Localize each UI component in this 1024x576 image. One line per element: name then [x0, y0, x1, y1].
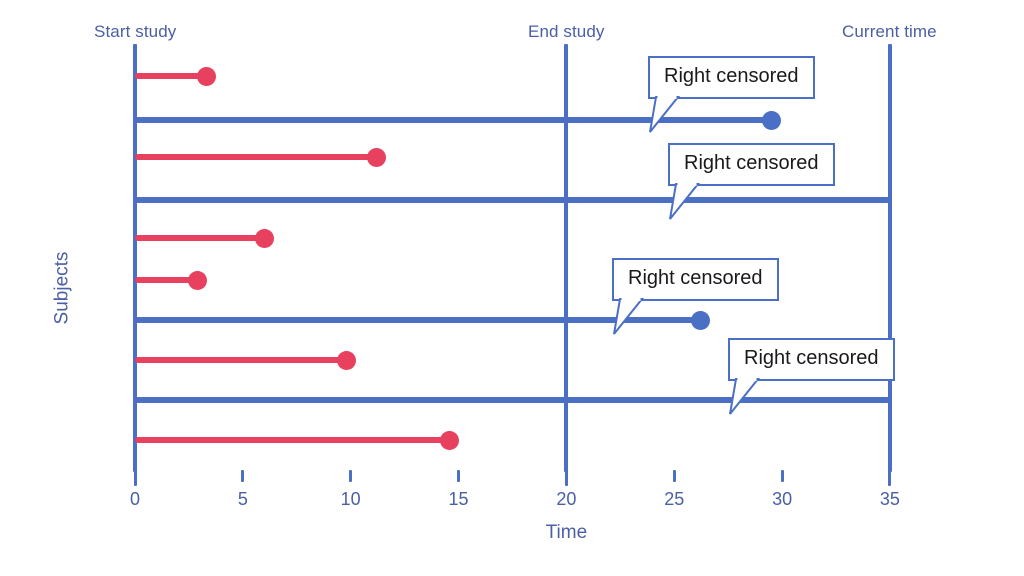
subject-endpoint-6	[188, 270, 208, 290]
subject-endpoint-7	[690, 310, 710, 330]
subject-line-9	[135, 397, 890, 403]
x-tick-20	[564, 464, 568, 486]
subject-endpoint-5	[254, 228, 274, 248]
x-tick-label-35: 35	[879, 489, 900, 509]
subject-line-8	[135, 357, 347, 363]
x-tick-label-15: 15	[448, 489, 469, 509]
callout-text: Right censored	[612, 258, 779, 301]
callout-tail	[613, 297, 645, 335]
callout-tail	[649, 95, 681, 133]
x-tick-30	[780, 470, 784, 482]
reference-line-start-study	[133, 44, 137, 472]
x-tick-label-30: 30	[772, 489, 793, 509]
callout-tail	[729, 377, 761, 415]
subject-line-3	[135, 154, 377, 160]
reference-line-end-study	[564, 44, 569, 472]
x-tick-label-25: 25	[664, 489, 685, 509]
reference-label-end-study: End study	[528, 22, 605, 41]
x-tick-label-5: 5	[237, 489, 248, 509]
x-axis-title: Time	[545, 522, 588, 543]
x-tick-25	[672, 470, 676, 482]
subject-line-1	[135, 73, 207, 79]
callout-tail	[669, 182, 701, 220]
x-tick-15	[457, 470, 461, 482]
x-tick-0	[133, 464, 137, 486]
subject-endpoint-1	[196, 66, 216, 86]
subject-line-2	[135, 117, 772, 123]
subject-line-4	[135, 197, 890, 203]
subject-endpoint-10	[440, 430, 460, 450]
reference-label-start-study: Start study	[94, 22, 177, 41]
subject-line-7	[135, 317, 701, 323]
reference-label-current-time: Current time	[842, 22, 937, 41]
subject-endpoint-3	[367, 147, 387, 167]
subject-line-5	[135, 235, 265, 241]
callout-text: Right censored	[668, 143, 835, 186]
y-axis-title: Subjects	[51, 251, 73, 325]
subject-line-6	[135, 277, 198, 283]
x-tick-35	[888, 464, 892, 486]
subject-endpoint-2	[761, 110, 781, 130]
x-tick-label-20: 20	[556, 489, 577, 509]
x-tick-5	[241, 470, 245, 482]
x-tick-label-0: 0	[129, 489, 141, 509]
subject-endpoint-8	[336, 350, 356, 370]
reference-line-current-time	[887, 44, 892, 472]
callout-text: Right censored	[648, 56, 815, 99]
subject-line-10	[135, 437, 450, 443]
x-tick-label-10: 10	[340, 489, 361, 509]
callout-text: Right censored	[728, 338, 895, 381]
x-tick-10	[349, 470, 353, 482]
